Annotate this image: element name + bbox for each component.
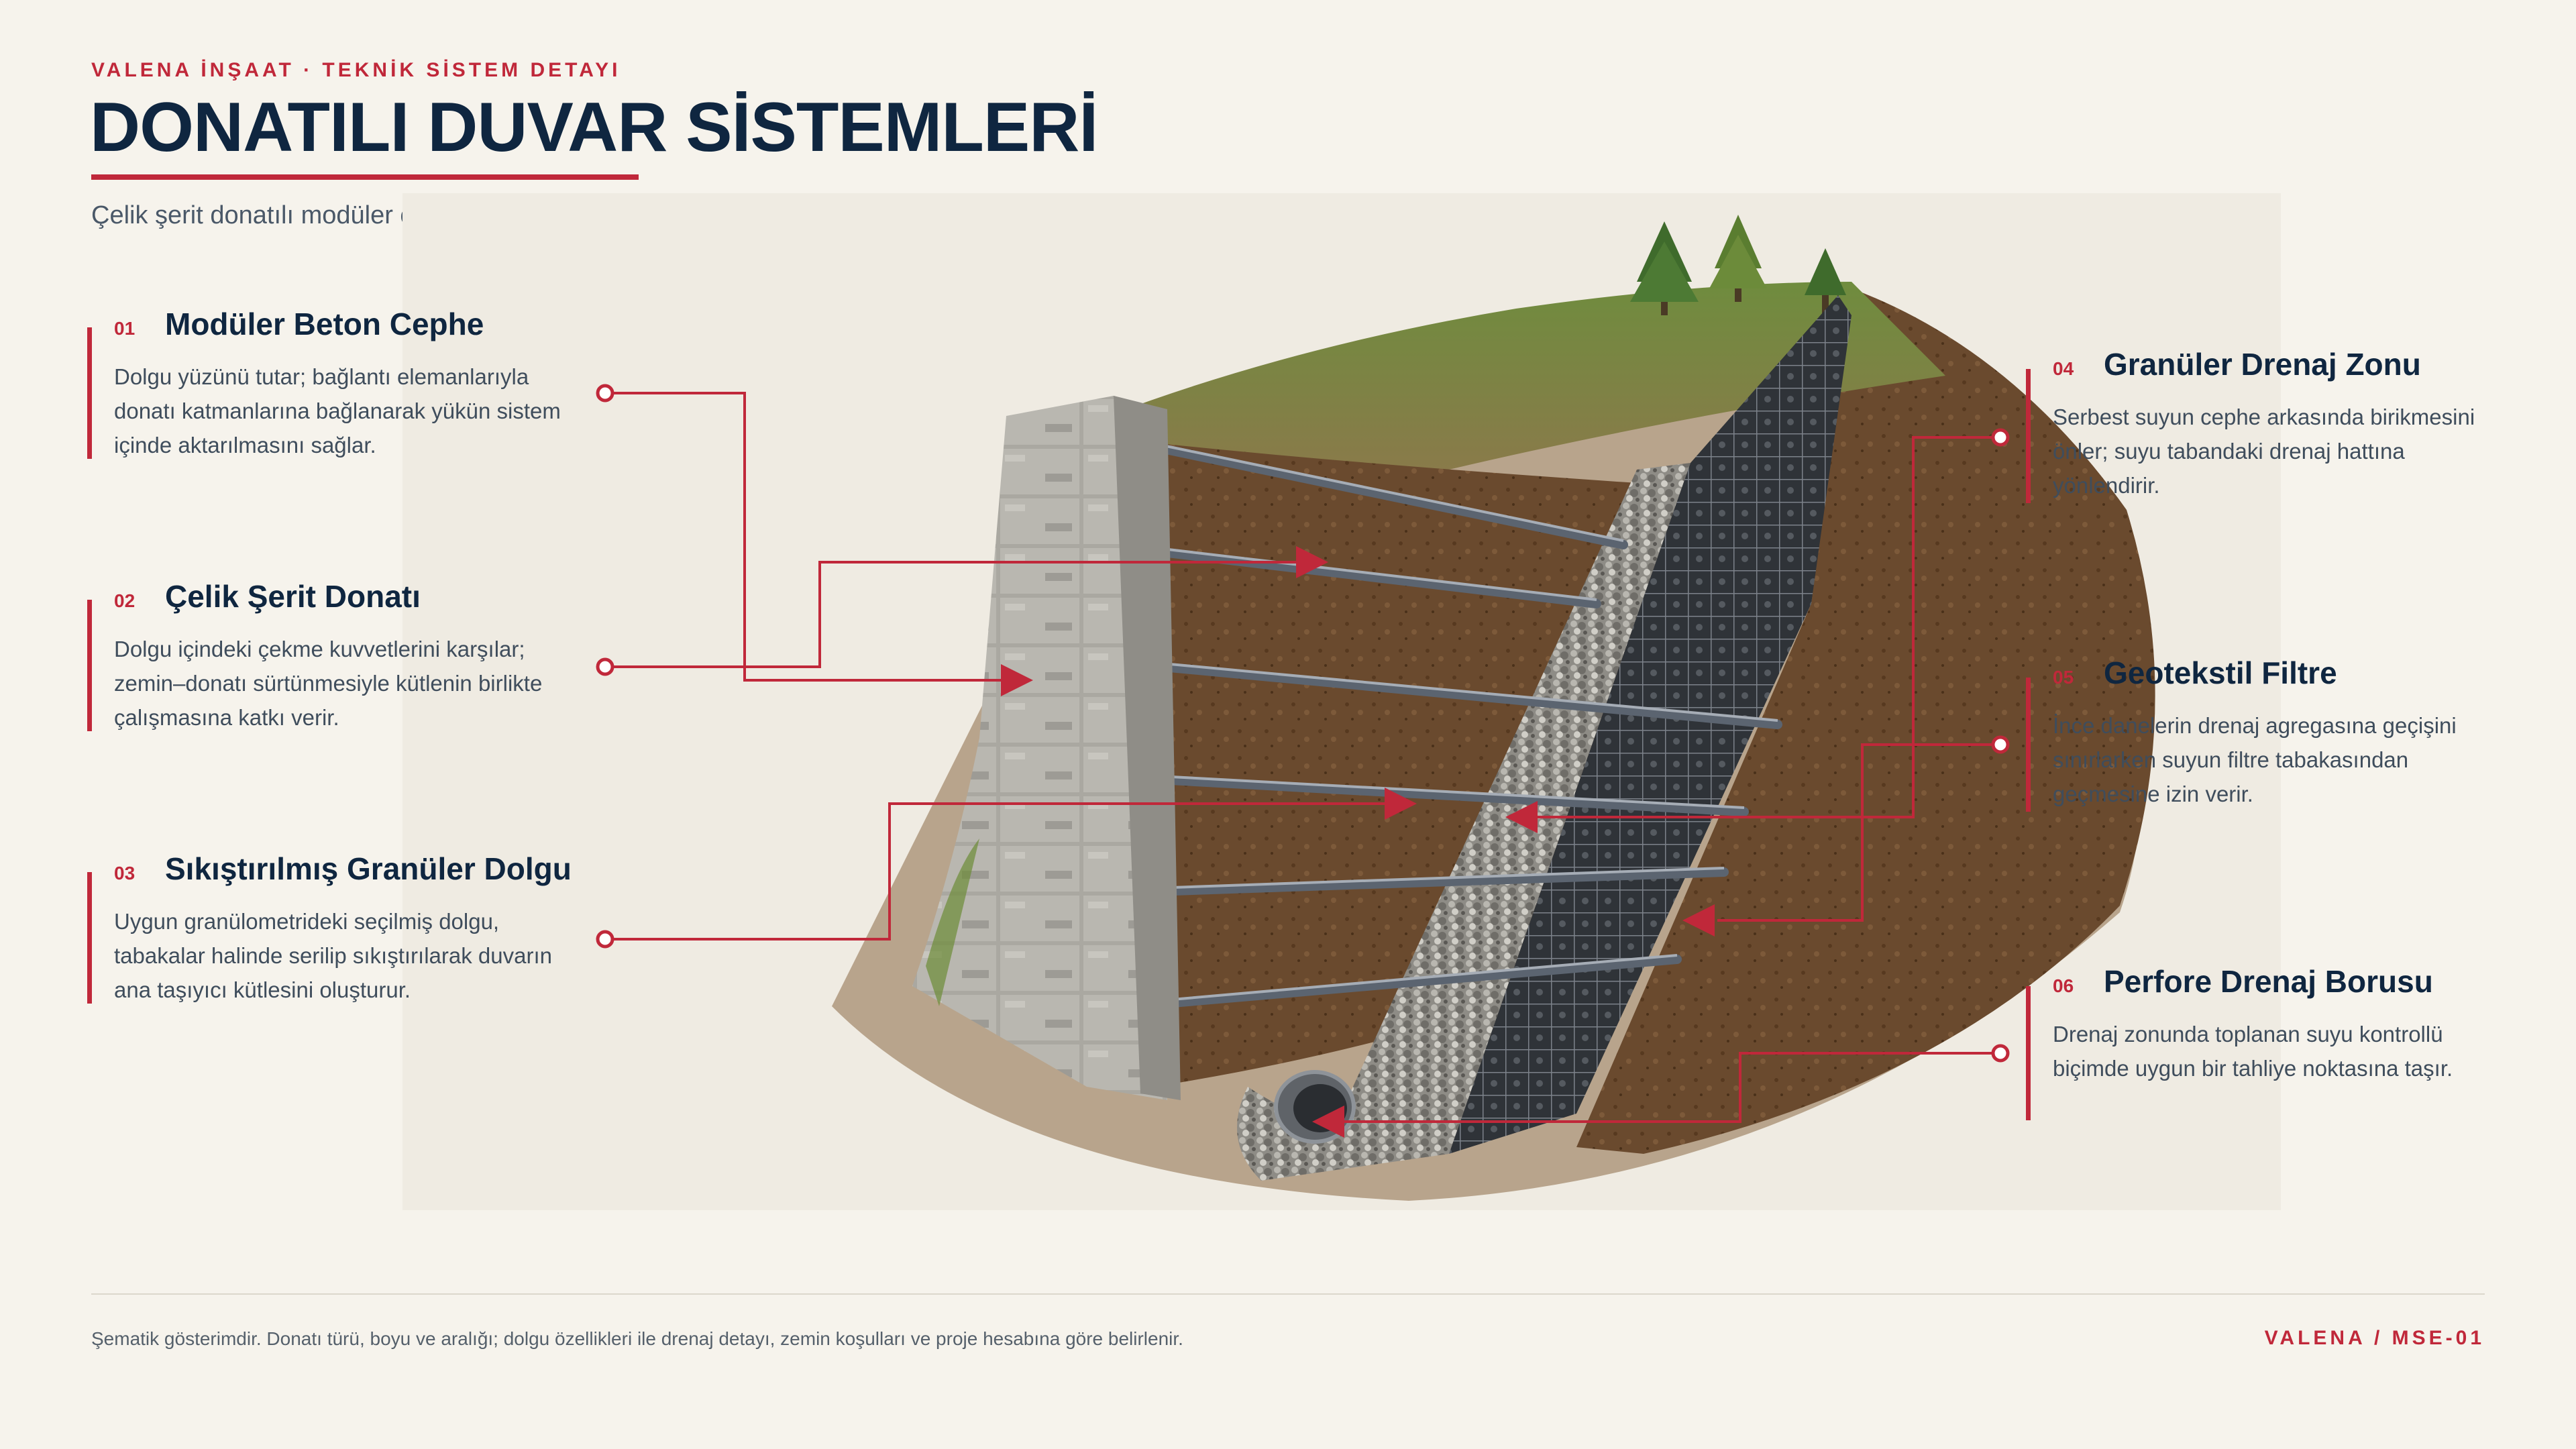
arrowheads [1001,546,1715,1138]
callout-title: Modüler Beton Cephe [165,307,484,341]
callout-bar [87,327,92,459]
callout-bar [2026,678,2031,812]
facing-edge [1114,396,1181,1100]
geotextile-mesh [1449,295,1851,1154]
callout-number: 02 [114,590,136,611]
document-code: VALENA / MSE-01 [2264,1327,2485,1349]
footer-divider [91,1293,2485,1295]
concrete-facing [912,396,1167,1100]
title-underline [91,174,639,180]
steel-strips [1129,438,1782,1011]
callout-body: Dolgu yüzünü tutar; bağlantı elemanlarıy… [114,364,561,458]
callout-number: 01 [114,318,136,339]
callout-number: 04 [2053,358,2074,379]
callout-title: Granüler Drenaj Zonu [2104,347,2421,382]
grass-top [1073,282,1945,475]
callout-steel-strip: 02 Çelik Şerit Donatı Dolgu içindeki çek… [87,578,570,733]
callout-bar [2026,986,2031,1120]
callout-body: İnce danelerin drenaj agregasına geçişin… [2053,713,2457,806]
steel-strip-highlights [1133,438,1778,1004]
grass-tuft [926,839,979,1006]
callout-title: Perfore Drenaj Borusu [2104,964,2433,999]
callout-bar [87,600,92,731]
leader-endpoints [596,384,2010,1063]
callout-body: Uygun granülometrideki seçilmiş dolgu, t… [114,909,552,1002]
native-soil [1576,288,2155,1154]
callout-number: 05 [2053,667,2074,688]
callout-granular-fill: 03 Sıkıştırılmış Granüler Dolgu Uygun gr… [87,851,572,1005]
brand-kicker: VALENA İNŞAAT · TEKNİK SİSTEM DETAYI [91,59,621,81]
callout-bar [87,872,92,1004]
callout-title: Geotekstil Filtre [2104,655,2337,690]
callout-modular-facing: 01 Modüler Beton Cephe Dolgu yüzünü tuta… [87,306,570,460]
callout-title: Sıkıştırılmış Granüler Dolgu [165,851,572,886]
callout-number: 06 [2053,975,2074,996]
callout-number: 03 [114,863,136,883]
callout-body: Dolgu içindeki çekme kuvvetlerini karşıl… [114,637,543,730]
footer-note: Şematik gösterimdir. Donatı türü, boyu v… [91,1328,1183,1349]
callout-drainage-zone: 04 Granüler Drenaj Zonu Serbest suyun ce… [2026,346,2509,507]
callout-title: Çelik Şerit Donatı [165,579,421,614]
page-title: DONATILI DUVAR SİSTEMLERİ [90,89,1098,166]
callout-body: Drenaj zonunda toplanan suyu kontrollü b… [2053,1022,2453,1081]
callout-bar [2026,369,2031,503]
callout-geotextile-filter: 05 Geotekstil Filtre İnce danelerin dren… [2026,655,2509,816]
base-gravel [1237,1087,1543,1181]
callout-drain-pipe: 06 Perfore Drenaj Borusu Drenaj zonunda … [2026,963,2509,1124]
callout-body: Serbest suyun cephe arkasında birikmesin… [2053,405,2475,498]
trees [1630,215,1846,322]
leader-lines [605,392,2000,1123]
